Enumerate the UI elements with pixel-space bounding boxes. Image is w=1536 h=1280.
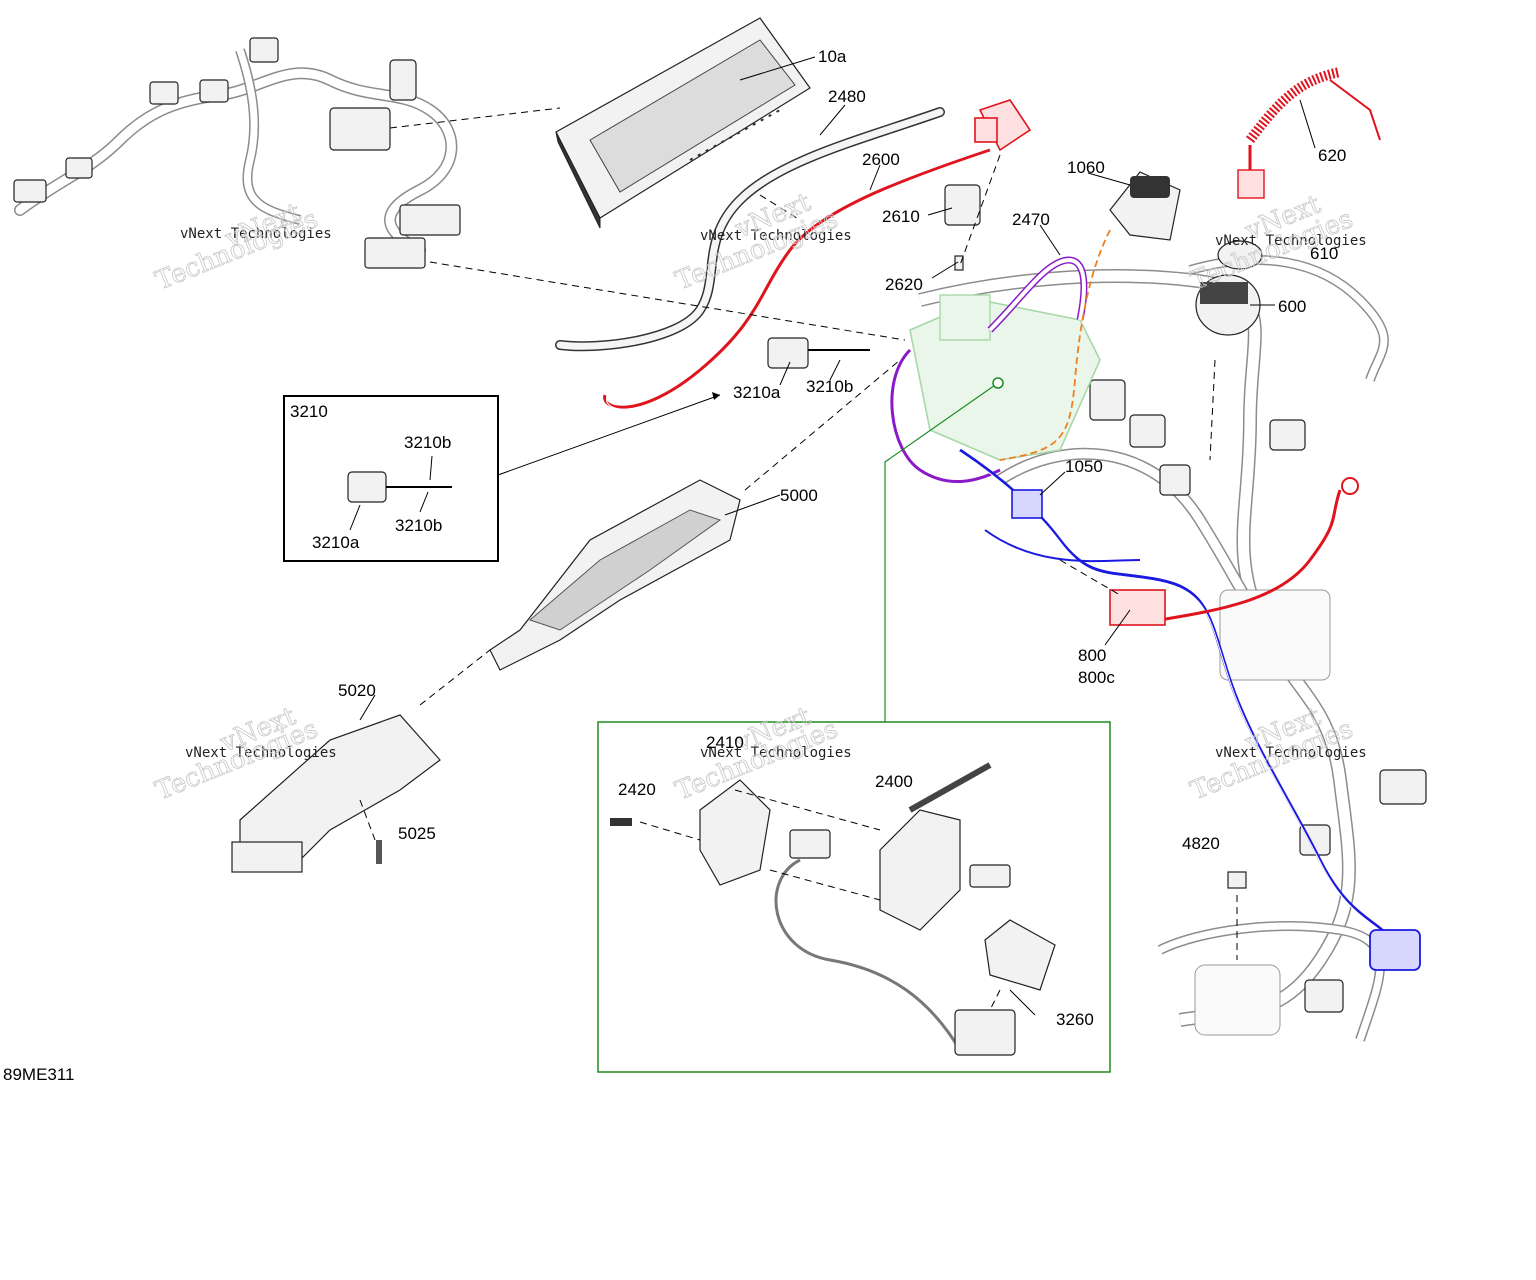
callout-leaders xyxy=(359,56,1316,1016)
connector-small xyxy=(389,59,417,101)
connector-small xyxy=(199,79,229,103)
connector-box xyxy=(329,107,391,151)
callout-2400: 2400 xyxy=(875,772,913,791)
detail-3210-title: 3210 xyxy=(290,402,328,421)
blue-harness xyxy=(959,448,1421,971)
callout-2480: 2480 xyxy=(828,87,866,106)
part-5000-panel xyxy=(489,479,741,671)
callout-2420: 2420 xyxy=(618,780,656,799)
part-4820-nut xyxy=(1227,871,1247,960)
part-2610-clip xyxy=(944,184,981,226)
callout-10a: 10a xyxy=(818,47,847,66)
svg-text:vNext Technologies: vNext Technologies xyxy=(185,745,337,761)
callout-800c: 800c xyxy=(1078,668,1115,687)
part-5020-bracket xyxy=(231,714,441,873)
connector-box xyxy=(399,204,461,236)
callout-labels: 10a 2480 2600 2610 2620 1060 2470 620 61… xyxy=(3,47,1346,1084)
part-2600-red-cable xyxy=(603,99,1032,410)
callout-5000: 5000 xyxy=(780,486,818,505)
detail-3210b-top: 3210b xyxy=(404,433,451,452)
connector-small xyxy=(13,179,47,203)
callout-2610: 2610 xyxy=(882,207,920,226)
connector-small xyxy=(65,157,93,179)
detail-box-switch-assembly xyxy=(597,721,1111,1073)
switch-1060[interactable] xyxy=(1109,171,1181,241)
callout-4820: 4820 xyxy=(1182,834,1220,853)
top-left-harness xyxy=(13,37,461,269)
green-leader xyxy=(884,382,999,722)
switch-housing-green xyxy=(909,294,1101,461)
connector-box xyxy=(364,237,426,269)
part-2620-screw xyxy=(954,255,964,271)
callout-620: 620 xyxy=(1318,146,1346,165)
callout-3260: 3260 xyxy=(1056,1010,1094,1029)
part-5025-bolt xyxy=(376,840,382,864)
callout-3210b: 3210b xyxy=(806,377,853,396)
svg-text:vNext Technologies: vNext Technologies xyxy=(1215,233,1367,249)
callout-800: 800 xyxy=(1078,646,1106,665)
detail-3210b-bottom: 3210b xyxy=(395,516,442,535)
callout-1060: 1060 xyxy=(1067,158,1105,177)
svg-text:vNext Technologies: vNext Technologies xyxy=(1215,745,1367,761)
detail-3210a: 3210a xyxy=(312,533,360,552)
part-2470-purple-cable xyxy=(890,256,1088,484)
instrument-cluster[interactable] xyxy=(555,17,811,229)
orange-dashed-route xyxy=(999,229,1111,461)
blue-connector xyxy=(1369,929,1421,971)
part-620-coil-cord xyxy=(1237,67,1381,199)
callout-2410: 2410 xyxy=(706,733,744,752)
part-610-ring xyxy=(1217,240,1263,270)
callout-2470: 2470 xyxy=(1012,210,1050,229)
callout-2600: 2600 xyxy=(862,150,900,169)
dashed-guide-lines xyxy=(359,107,1216,841)
part-800-red-cable xyxy=(1109,477,1359,626)
svg-text:Technologies: Technologies xyxy=(151,204,322,296)
svg-text:vNext Technologies: vNext Technologies xyxy=(700,745,852,761)
callout-5020: 5020 xyxy=(338,681,376,700)
connector-small xyxy=(249,37,279,63)
connector-3210[interactable] xyxy=(767,337,870,369)
detail-box-3210 xyxy=(283,392,721,562)
part-2480-strap xyxy=(555,107,945,352)
callout-2620: 2620 xyxy=(885,275,923,294)
callout-600: 600 xyxy=(1278,297,1306,316)
callout-1050: 1050 xyxy=(1065,457,1103,476)
callout-5025: 5025 xyxy=(398,824,436,843)
callout-3210a: 3210a xyxy=(733,383,781,402)
diagram-id: 89ME311 xyxy=(3,1065,75,1084)
callout-610: 610 xyxy=(1310,244,1338,263)
svg-text:vNext Technologies: vNext Technologies xyxy=(700,228,852,244)
connector-small xyxy=(149,81,179,105)
svg-text:vNext Technologies: vNext Technologies xyxy=(180,226,332,242)
